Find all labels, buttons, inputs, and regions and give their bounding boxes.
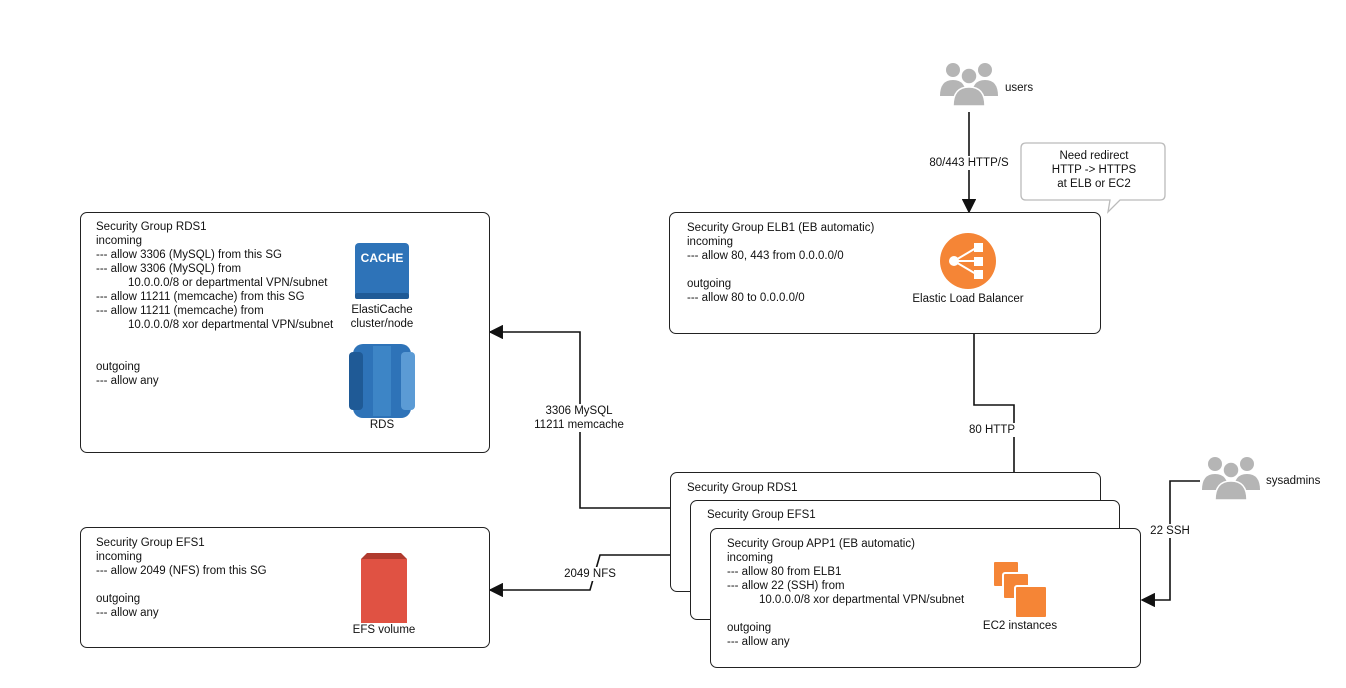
sysadmins-icon	[1202, 457, 1260, 501]
stack-middle-title: Security Group EFS1	[707, 509, 816, 521]
users-icon	[940, 63, 998, 107]
elastic-load-balancer-icon	[940, 233, 996, 289]
app-group-text: Security Group APP1 (EB automatic) incom…	[727, 538, 965, 648]
edge-label-users-elb: 80/443 HTTP/S	[925, 156, 1013, 170]
edge-label-app-efs: 2049 NFS	[560, 567, 620, 581]
efs-volume-icon	[361, 553, 407, 623]
callout-text: Need redirect HTTP -> HTTPS at ELB or EC…	[1051, 150, 1137, 190]
edge-label-elb-app: 80 HTTP	[966, 423, 1018, 437]
elasticache-icon	[355, 243, 409, 299]
edge-elb-to-app	[973, 333, 1022, 530]
elasticache-label: ElastiCache cluster/node	[350, 304, 414, 330]
security-group-efs1: Security Group EFS1 incoming --- allow 2…	[80, 527, 490, 648]
security-group-app1: Security Group APP1 (EB automatic) incom…	[710, 528, 1141, 668]
security-group-elb1: Security Group ELB1 (EB automatic) incom…	[669, 212, 1101, 334]
cache-icon-text: CACHE	[360, 251, 404, 265]
ec2-instances-icon	[992, 560, 1048, 619]
edge-label-app-rds: 3306 MySQL 11211 memcache	[528, 404, 630, 432]
callout-bubble	[1020, 142, 1166, 214]
efs-icon-label: EFS volume	[352, 624, 416, 636]
elb-icon-label: Elastic Load Balancer	[912, 293, 1024, 305]
sysadmins-label: sysadmins	[1266, 475, 1321, 487]
users-label: users	[1005, 82, 1034, 94]
elb-group-text: Security Group ELB1 (EB automatic) incom…	[687, 222, 875, 304]
edge-label-sysadmins-app: 22 SSH	[1146, 524, 1194, 538]
ec2-icon-label: EC2 instances	[982, 620, 1058, 632]
security-group-rds1: Security Group RDS1 incoming --- allow 3…	[80, 212, 490, 453]
rds-label: RDS	[369, 419, 395, 431]
rds-group-text: Security Group RDS1 incoming --- allow 3…	[96, 221, 334, 387]
efs-group-text: Security Group EFS1 incoming --- allow 2…	[96, 537, 267, 619]
edge-sysadmins-to-app	[1140, 480, 1200, 608]
stack-back-title: Security Group RDS1	[687, 482, 798, 494]
rds-icon	[349, 344, 415, 418]
